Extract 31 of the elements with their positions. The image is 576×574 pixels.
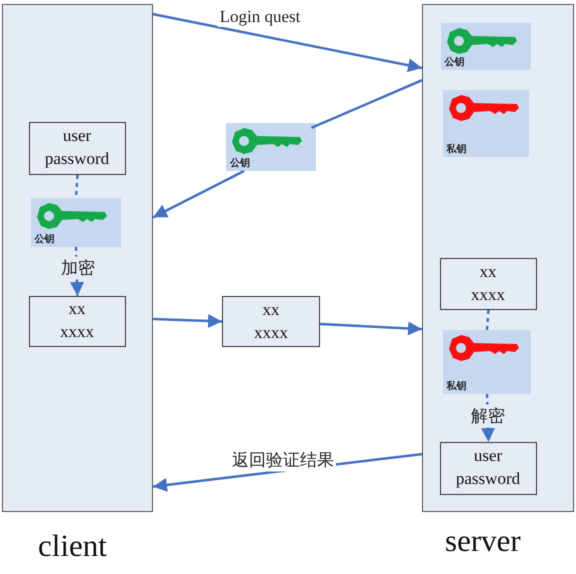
key-caption: 公钥 bbox=[34, 232, 54, 246]
arrow bbox=[320, 321, 422, 336]
client-panel bbox=[2, 4, 153, 512]
arrow bbox=[152, 170, 245, 218]
key-card bbox=[442, 330, 530, 394]
credentials-box bbox=[440, 442, 536, 494]
box-text: xx xxxx bbox=[253, 298, 289, 344]
edge-label: 加密 bbox=[59, 256, 97, 280]
key-card bbox=[440, 22, 530, 70]
box-text: xx xxxx bbox=[470, 260, 506, 306]
arrow bbox=[152, 12, 422, 72]
key-caption: 公钥 bbox=[230, 156, 250, 170]
key-card bbox=[442, 90, 528, 156]
key-card bbox=[30, 198, 120, 246]
edge-label: 解密 bbox=[469, 404, 507, 428]
panel-caption: client bbox=[38, 528, 107, 564]
credentials-box bbox=[28, 122, 126, 174]
panel-caption: server bbox=[445, 523, 521, 559]
key-caption: 私钥 bbox=[446, 142, 466, 156]
server-panel bbox=[422, 4, 574, 512]
ciphertext-box bbox=[28, 296, 126, 346]
ciphertext-box bbox=[440, 258, 536, 310]
key-caption: 公钥 bbox=[444, 56, 464, 68]
key-card bbox=[226, 123, 316, 171]
box-text: user password bbox=[454, 445, 522, 490]
box-text: user password bbox=[44, 125, 110, 170]
box-text: xx xxxx bbox=[59, 298, 95, 343]
ciphertext-box bbox=[222, 296, 320, 347]
arrow bbox=[152, 314, 222, 328]
edge-label: 返回验证结果 bbox=[230, 448, 336, 472]
key-caption: 私钥 bbox=[446, 380, 466, 392]
